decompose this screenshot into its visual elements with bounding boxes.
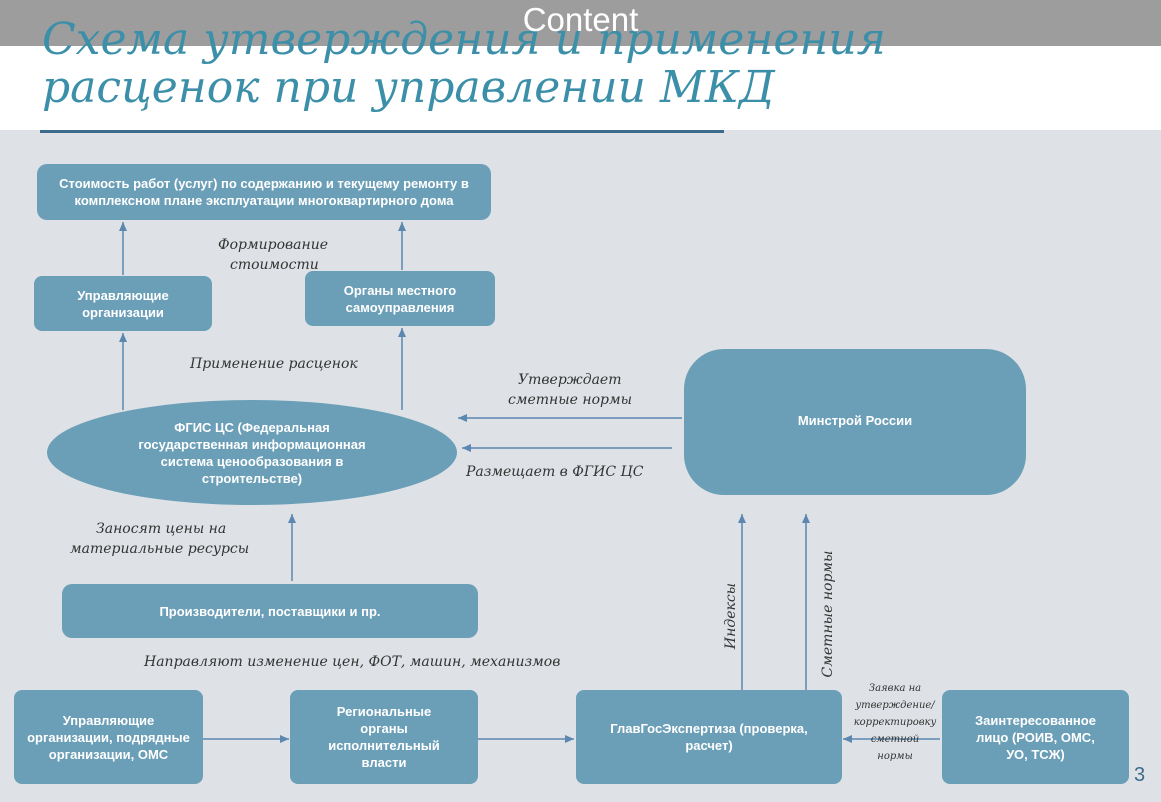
title-underline bbox=[40, 130, 724, 133]
interested-party-box: Заинтересованное лицо (РОИВ, ОМС, УО, ТС… bbox=[942, 690, 1129, 784]
request-label-4: сметной bbox=[870, 734, 920, 745]
title-band bbox=[0, 46, 1161, 130]
content-label: Content bbox=[522, 1, 639, 38]
applying-label: Применение расценок bbox=[190, 356, 358, 372]
send-changes-label: Направляют изменение цен, ФОТ, машин, ме… bbox=[144, 654, 561, 670]
request-label-1: Заявка на bbox=[868, 683, 922, 694]
minstroy-box: Минстрой России bbox=[684, 349, 1026, 495]
slide-title-line-2: расценок при управлении МКД bbox=[42, 62, 775, 113]
producers-box: Производители, поставщики и пр. bbox=[62, 584, 478, 638]
fgis-ellipse: ФГИС ЦС (Федеральная государственная инф… bbox=[47, 400, 457, 505]
top-bar bbox=[0, 0, 1161, 46]
request-label-5: нормы bbox=[877, 751, 913, 762]
approves-label-2: сметные нормы bbox=[508, 392, 632, 408]
regional-authorities-box: Региональные органы исполнительный власт… bbox=[290, 690, 478, 784]
local-government-box: Органы местного самоуправления bbox=[305, 271, 495, 326]
orgs-contractors-box: Управляющие организации, подрядные орган… bbox=[14, 690, 203, 784]
request-label-3: корректировку bbox=[853, 717, 937, 728]
page-number: 3 bbox=[1134, 764, 1146, 786]
publishes-label: Размещает в ФГИС ЦС bbox=[466, 464, 644, 480]
request-label-2: утверждение/ bbox=[855, 700, 935, 711]
cost-box: Стоимость работ (услуг) по содержанию и … bbox=[37, 164, 491, 220]
glavgosexpertiza-box: ГлавГосЭкспертиза (проверка, расчет) bbox=[576, 690, 842, 784]
estimate-norms-label: Сметные нормы bbox=[820, 550, 836, 678]
indices-label: Индексы bbox=[723, 582, 739, 650]
enter-prices-label-1: Заносят цены на bbox=[96, 521, 227, 537]
management-orgs-box: Управляющие организации bbox=[34, 276, 212, 331]
slide-title-line-1: Схема утверждения и применения bbox=[42, 14, 886, 65]
forming-label-2: стоимости bbox=[230, 257, 319, 273]
enter-prices-label-2: материальные ресурсы bbox=[70, 541, 250, 557]
approves-label-1: Утверждает bbox=[518, 372, 622, 388]
forming-label-1: Формирование bbox=[218, 237, 329, 253]
